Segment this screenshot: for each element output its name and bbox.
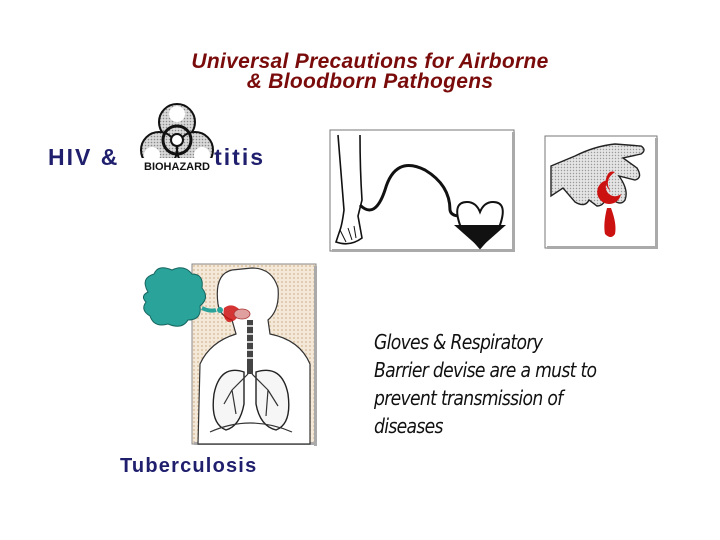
biohazard-text: BIOHAZARD [144, 161, 210, 173]
respiratory-anatomy-illustration [142, 263, 317, 446]
slide-title: Universal Precautions for Airborne & Blo… [100, 50, 640, 93]
note-line-4: diseases [374, 414, 443, 438]
title-line-1: Universal Precautions for Airborne [191, 50, 549, 73]
note-line-1: Gloves & Respiratory [374, 330, 543, 354]
hiv-label-left: HIV & [48, 144, 120, 170]
precautions-note: Gloves & Respiratory Barrier devise are … [374, 328, 632, 440]
biohazard-icon: BIOHAZARD [140, 103, 214, 173]
note-line-3: prevent transmission of [374, 386, 563, 410]
tuberculosis-label: Tuberculosis [120, 455, 258, 477]
blood-transfusion-illustration [329, 129, 515, 252]
note-line-2: Barrier devise are a must to [374, 358, 597, 382]
title-line-2: & Bloodborn Pathogens [246, 70, 494, 93]
gloved-hand-illustration [544, 135, 658, 249]
